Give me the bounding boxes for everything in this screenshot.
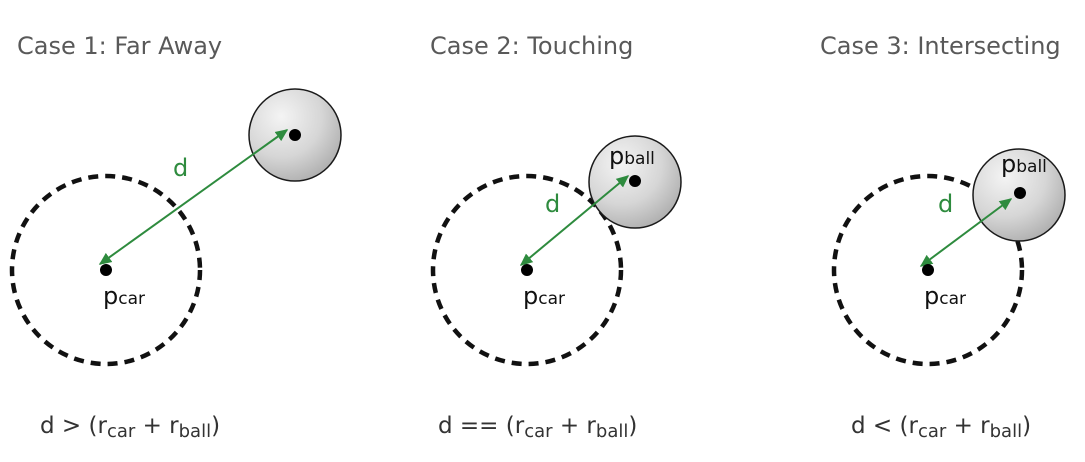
formula-lead: d == (r	[438, 413, 525, 439]
case-2-formula: d == (rcar + rball)	[438, 413, 637, 442]
formula-sub-ball: ball	[990, 421, 1022, 442]
formula-lead: d > (r	[40, 413, 107, 439]
ball-center-point	[629, 175, 641, 187]
car-center-label: pcar	[523, 282, 565, 310]
case-3-title: Case 3: Intersecting	[820, 32, 1061, 60]
case-2-panel: Case 2: Touching d pcar pball d == (rcar…	[430, 32, 682, 442]
ball-center-label: pball	[1001, 150, 1047, 178]
car-center-label: pcar	[103, 282, 145, 310]
formula-tail: )	[211, 413, 220, 439]
car-center-label: pcar	[924, 282, 966, 310]
car-center-point	[922, 264, 934, 276]
ball-label-sub: ball	[1016, 157, 1047, 177]
formula-mid: + r	[946, 413, 990, 439]
car-label-p: p	[924, 282, 939, 310]
ball-label-p: p	[609, 142, 624, 170]
formula-sub-ball: ball	[596, 421, 628, 442]
formula-mid: + r	[553, 413, 597, 439]
case-1-panel: Case 1: Far Away d pcar d > (rcar + rbal…	[9, 32, 342, 442]
formula-sub-car: car	[107, 421, 136, 442]
case-3-panel: Case 3: Intersecting d pcar pball d < (r…	[820, 32, 1066, 442]
ball-label-p: p	[1001, 150, 1016, 178]
case-2-title: Case 2: Touching	[430, 32, 633, 60]
formula-lead: d < (r	[851, 413, 918, 439]
distance-label: d	[545, 190, 560, 218]
ball-center-point	[1014, 187, 1026, 199]
car-radius-circle	[831, 173, 1025, 367]
car-center-point	[100, 264, 112, 276]
formula-sub-ball: ball	[179, 421, 211, 442]
ball-center-point	[289, 129, 301, 141]
formula-sub-car: car	[918, 421, 947, 442]
case-1-title: Case 1: Far Away	[17, 32, 222, 60]
car-center-point	[521, 264, 533, 276]
distance-arrow	[98, 129, 289, 265]
car-label-p: p	[103, 282, 118, 310]
formula-tail: )	[628, 413, 637, 439]
distance-arrow	[519, 175, 630, 266]
formula-sub-car: car	[524, 421, 553, 442]
case-1-formula: d > (rcar + rball)	[40, 413, 220, 442]
car-label-sub: car	[538, 289, 565, 309]
ball-label-sub: ball	[624, 149, 655, 169]
formula-tail: )	[1022, 413, 1031, 439]
car-label-sub: car	[118, 289, 145, 309]
distance-label: d	[938, 190, 953, 218]
distance-arrow	[919, 198, 1013, 267]
formula-mid: + r	[135, 413, 179, 439]
distance-label: d	[173, 154, 188, 182]
car-label-sub: car	[939, 289, 966, 309]
case-3-formula: d < (rcar + rball)	[851, 413, 1031, 442]
car-label-p: p	[523, 282, 538, 310]
ball-center-label: pball	[609, 142, 655, 170]
